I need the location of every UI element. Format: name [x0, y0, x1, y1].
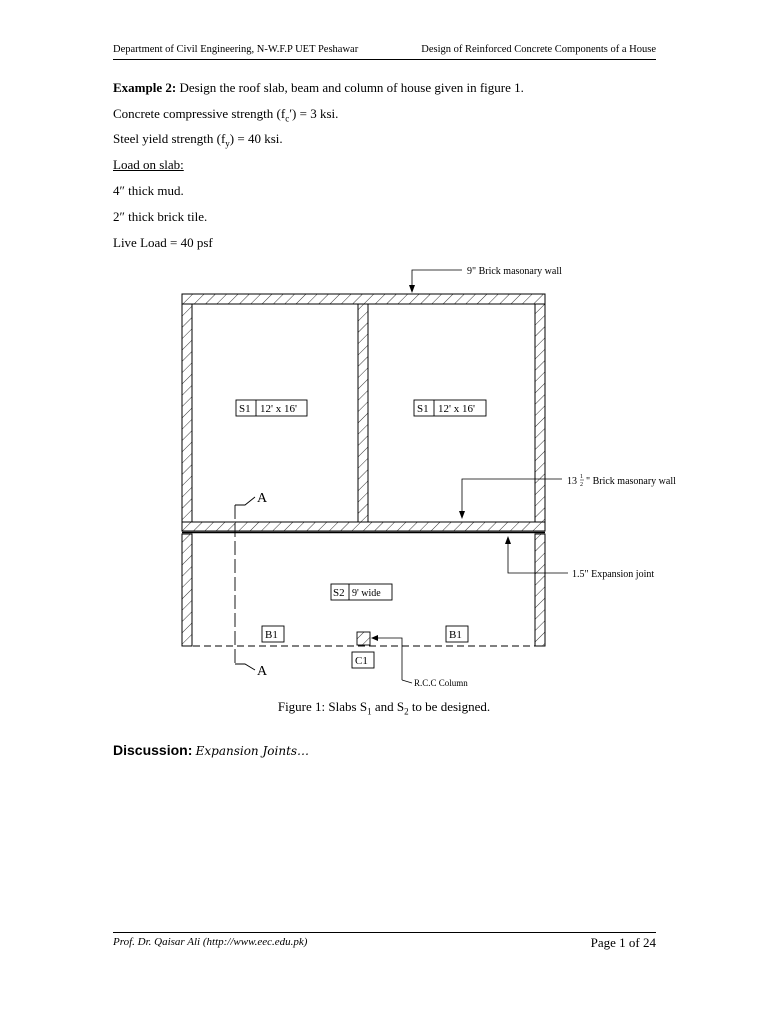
top-wall — [181, 293, 546, 305]
wall9-callout: 9" Brick masonary wall — [467, 266, 562, 277]
svg-text:S2: S2 — [333, 587, 345, 599]
thick-wall — [181, 521, 546, 532]
header-course-title: Design of Reinforced Concrete Components… — [421, 44, 656, 55]
joint-callout: 1.5" Expansion joint — [572, 569, 654, 580]
svg-text:12' x 16': 12' x 16' — [260, 403, 297, 415]
steel-suffix: ) = 40 ksi. — [229, 131, 283, 146]
wall13-callout: 13 1 2 " Brick masonary wall — [567, 474, 676, 488]
section-label-bottom: A — [257, 664, 268, 679]
left-wall-upper — [181, 303, 193, 523]
caption-sub2: 2 — [404, 706, 409, 717]
caption-sub1: 1 — [367, 706, 372, 717]
live-load: Live Load = 40 psf — [113, 235, 213, 250]
page-number: Page 1 of 24 — [590, 935, 656, 950]
steel-sub: y — [225, 138, 230, 149]
column-leader-tail — [401, 679, 413, 684]
concrete-prefix: Concrete compressive strength (f — [113, 106, 286, 121]
slab-s1-right-label: S1 12' x 16' — [413, 399, 487, 417]
svg-text:S1: S1 — [239, 403, 251, 415]
wall9-leader-arrow — [409, 285, 415, 293]
header-rule — [113, 59, 656, 60]
joint-leader — [507, 540, 568, 574]
left-wall-lower — [181, 533, 193, 647]
joint-leader-arrow — [505, 536, 511, 544]
svg-text:2: 2 — [580, 482, 583, 488]
svg-text:9' wide: 9' wide — [352, 588, 381, 599]
column-c1-label: C1 — [351, 651, 375, 669]
example-label: Example 2: — [113, 80, 177, 95]
discussion: Discussion: Expansion Joints… — [113, 742, 309, 759]
discussion-text: Expansion Joints… — [195, 744, 310, 758]
middle-wall — [357, 303, 369, 523]
section-marker-bottom — [235, 663, 256, 671]
wall13-leader — [461, 478, 562, 515]
wall13-leader-arrow — [459, 511, 465, 519]
svg-text:B1: B1 — [449, 629, 462, 641]
footer-url[interactable]: (http://www.eec.edu.pk) — [202, 936, 308, 948]
example-statement: Example 2: Design the roof slab, beam an… — [113, 80, 524, 96]
right-wall-upper — [534, 303, 546, 523]
caption-mid: and S — [371, 699, 405, 714]
footer-author-name: Prof. Dr. Qaisar Ali — [113, 936, 201, 948]
svg-text:S1: S1 — [417, 403, 429, 415]
concrete-strength: Concrete compressive strength (fc′) = 3 … — [113, 106, 338, 124]
svg-text:1: 1 — [580, 474, 583, 480]
section-marker-top — [235, 496, 256, 506]
svg-text:C1: C1 — [355, 655, 368, 667]
caption-prefix: Figure 1: Slabs S — [277, 699, 368, 714]
svg-text:" Brick masonary wall: " Brick masonary wall — [586, 476, 676, 487]
beam-b1-right-label: B1 — [445, 625, 469, 643]
load-tile: 2″ thick brick tile. — [113, 209, 208, 224]
column-leader — [374, 637, 403, 680]
column-callout: R.C.C Column — [414, 678, 468, 688]
column-c1 — [356, 631, 371, 646]
concrete-suffix: ′) = 3 ksi. — [289, 106, 339, 121]
load-heading: Load on slab: — [113, 157, 184, 172]
section-label-top: A — [257, 491, 268, 506]
right-wall-lower — [534, 533, 546, 647]
svg-text:B1: B1 — [265, 629, 278, 641]
wall9-leader — [411, 269, 462, 290]
steel-prefix: Steel yield strength (f — [113, 131, 226, 146]
caption-suffix: to be designed. — [408, 699, 491, 714]
footer-rule — [113, 932, 656, 933]
beam-b1-left-label: B1 — [261, 625, 285, 643]
svg-text:13: 13 — [567, 476, 577, 487]
footer-author: Prof. Dr. Qaisar Ali (http://www.eec.edu… — [113, 936, 307, 948]
svg-text:12' x 16': 12' x 16' — [438, 403, 475, 415]
header-department: Department of Civil Engineering, N-W.F.P… — [113, 44, 359, 55]
column-leader-arrow — [371, 635, 378, 641]
concrete-sub: c — [285, 113, 290, 124]
slab-s1-left-label: S1 12' x 16' — [235, 399, 308, 417]
figure-caption: Figure 1: Slabs S1 and S2 to be designed… — [0, 699, 768, 717]
discussion-heading: Discussion: — [113, 742, 193, 758]
steel-strength: Steel yield strength (fy) = 40 ksi. — [113, 131, 283, 149]
example-text: Design the roof slab, beam and column of… — [179, 80, 524, 95]
slab-s2-label: S2 9' wide — [330, 583, 393, 601]
load-mud: 4″ thick mud. — [113, 183, 184, 198]
